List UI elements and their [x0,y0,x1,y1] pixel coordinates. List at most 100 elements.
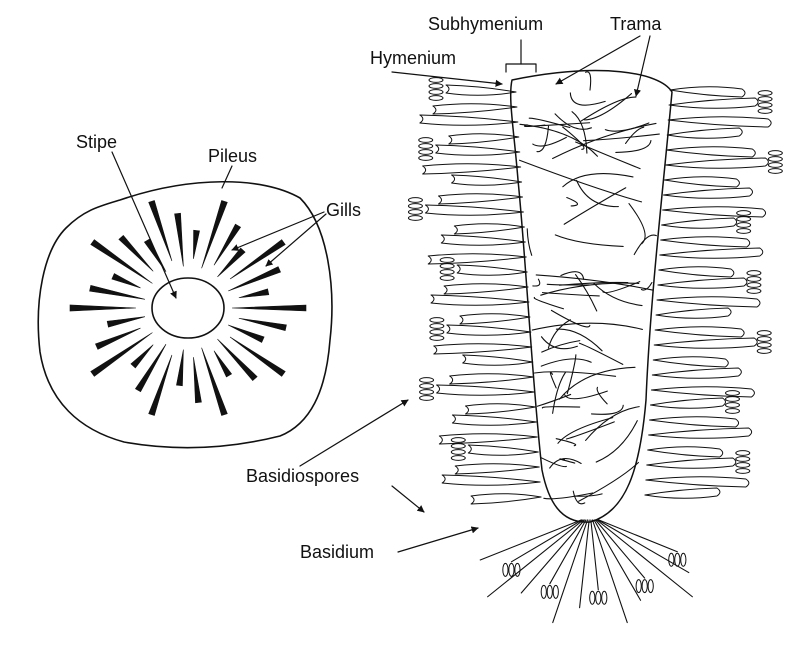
basidium-cell [651,367,742,379]
hypha [540,122,591,127]
gill [213,223,242,266]
basidium-cell [432,103,518,115]
basidium-cell [465,403,536,415]
gill [201,347,228,416]
basidiospore [450,449,466,455]
basidium-cell [446,324,532,336]
basidiospore [429,317,445,323]
hypha [571,111,588,154]
hypha [543,492,594,500]
gill [238,317,287,332]
basidium-cell [660,236,751,248]
basidium-cell [669,86,746,98]
basidium-cell [520,519,585,594]
basidium-cell [579,519,590,609]
pileus-leader [221,165,233,189]
gills-label: Gills [326,200,361,220]
basidium-cell [657,277,748,289]
basidiospore [407,209,423,215]
basidium-cell [459,313,531,325]
basidium-cell [453,223,525,235]
basidium-cell [591,519,628,624]
basidiospore [508,562,515,577]
basidiospores-leader-2 [391,485,425,513]
basidiospore [756,330,772,336]
basidium-cell [438,433,538,445]
gill [228,324,265,343]
basidiospore [725,408,740,414]
hypha [576,179,619,208]
basidium-cell [653,337,758,349]
basidium-cell [440,234,526,246]
hypha [540,336,578,350]
basidiospore [428,77,444,83]
basidium-label: Basidium [300,542,374,562]
basidium-cell [654,326,745,338]
gill-section [407,69,783,624]
gill [118,234,154,272]
hypha [563,187,627,225]
basidium-cell [510,519,583,563]
basidiospore [767,150,783,156]
basidiospore [757,90,773,96]
hypha [575,274,598,312]
gill [130,344,154,369]
basidiospore [736,228,752,234]
hypha [540,358,592,367]
basidium-cell [663,176,740,188]
stipe-label: Stipe [76,132,117,152]
gill [217,338,258,382]
hypha [554,113,592,130]
trama-hyphae [518,71,660,505]
basidiospore [419,389,435,395]
basidiospore [419,377,435,383]
hymenium-label: Hymenium [370,48,456,68]
basidium-cell [456,264,528,276]
hypha [541,340,581,353]
basidium-cell [665,146,756,158]
hypha [569,92,606,106]
gill [217,247,246,278]
basidium-cell [650,386,755,398]
basidiospores-leader-1 [299,399,409,467]
basidiospore [767,162,783,168]
basidium-cell [658,266,735,278]
basidium-cell [441,474,541,486]
basidiospore [429,329,445,335]
hymenium-cells [407,77,783,624]
hypha [549,458,582,469]
gill [90,332,153,377]
basidium-cell [487,519,584,598]
gill [176,349,184,387]
basidiospore [514,562,521,577]
basidiospore [407,197,423,203]
hypha [580,96,637,122]
hypha [583,92,633,121]
hypha [554,234,624,247]
gill [238,288,270,299]
hypha [536,125,550,153]
hypha [562,126,585,150]
basidiospore [418,143,434,149]
hypha [590,404,624,415]
basidiospore [641,579,648,594]
basidiospore [552,584,559,599]
hypha [541,292,600,297]
hypha [573,493,603,497]
basidiospore [418,137,434,143]
trama-outline [509,69,673,523]
basidiospore [450,443,466,449]
basidiospore [635,579,642,594]
basidium-cell [668,97,759,109]
basidiospore [746,276,762,282]
gill [193,229,200,259]
gill [201,200,228,269]
hypha [555,328,603,352]
gill [229,239,286,280]
basidium-cell [427,253,527,265]
gill [229,336,286,377]
hypha [560,271,585,280]
basidiospore [418,149,434,155]
basidiospore [647,579,654,594]
basidiospore [725,390,740,396]
